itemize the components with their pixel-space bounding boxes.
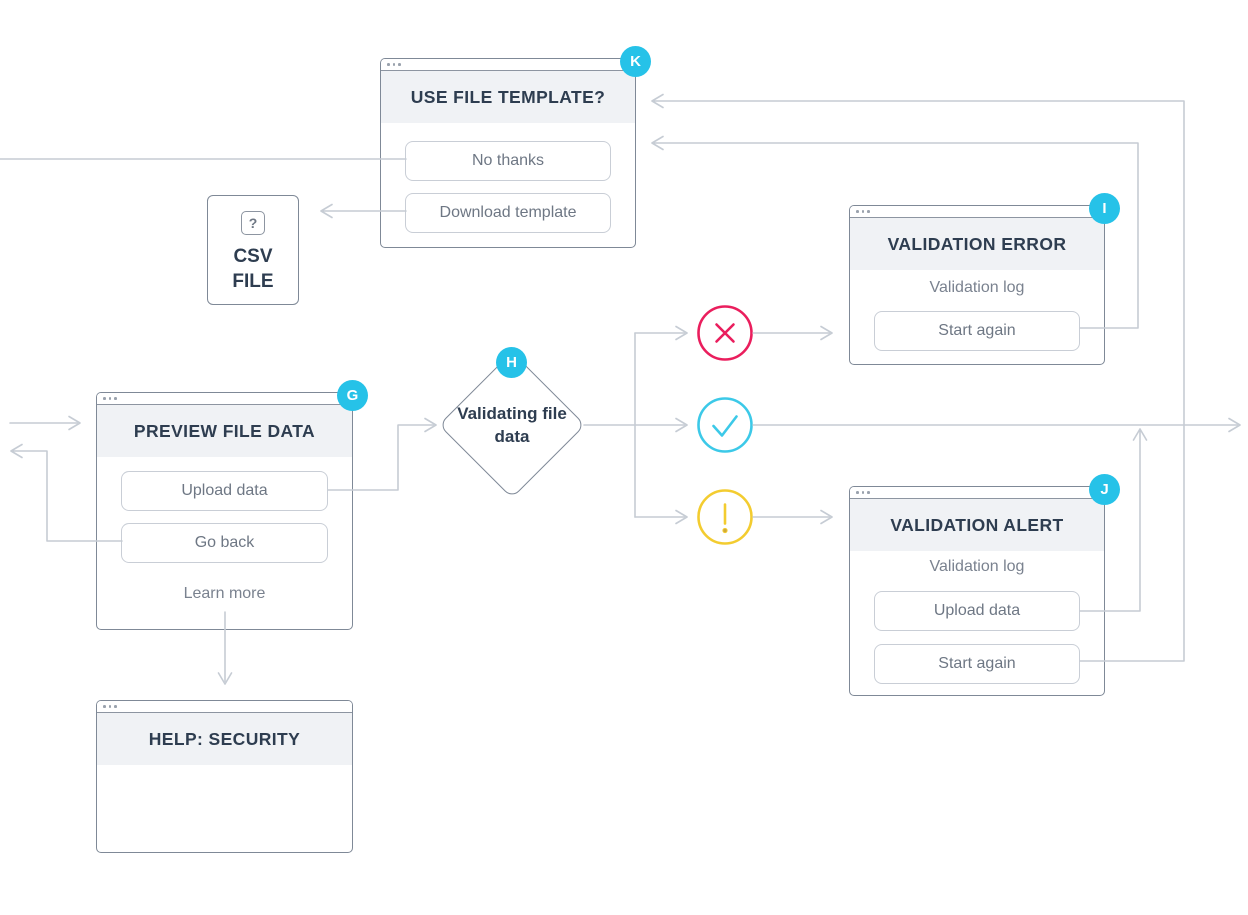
exclamation-icon (697, 489, 753, 545)
window-dots-icon (97, 701, 352, 713)
download-template-button[interactable]: Download template (405, 193, 611, 233)
window-title: PREVIEW FILE DATA (97, 405, 352, 457)
connector-to-warning-circle (634, 509, 688, 525)
decision-label: Validating file data (457, 404, 567, 446)
window-validation-alert: VALIDATION ALERT Validation log Upload d… (849, 486, 1105, 696)
window-preview-file-data: PREVIEW FILE DATA Upload data Go back Le… (96, 392, 353, 630)
step-badge-i: I (1089, 193, 1120, 224)
check-icon (697, 397, 753, 453)
start-again-button[interactable]: Start again (874, 644, 1080, 684)
window-dots-icon (850, 206, 1104, 218)
error-outcome-circle (697, 305, 753, 361)
window-dots-icon (97, 393, 352, 405)
connector-to-success-circle (634, 417, 688, 433)
step-badge-j: J (1089, 474, 1120, 505)
window-title: VALIDATION ERROR (850, 218, 1104, 270)
validation-log-label: Validation log (929, 279, 1025, 296)
window-use-file-template: USE FILE TEMPLATE? No thanks Download te… (380, 58, 636, 248)
connector-to-error-circle (634, 325, 688, 341)
step-badge-k: K (620, 46, 651, 77)
no-thanks-button[interactable]: No thanks (405, 141, 611, 181)
window-dots-icon (381, 59, 635, 71)
csv-file-label: CSV FILE (232, 246, 274, 292)
connector-into-preview (9, 415, 81, 431)
warning-outcome-circle (697, 489, 753, 545)
window-title: HELP: SECURITY (97, 713, 352, 765)
window-help-security: HELP: SECURITY (96, 700, 353, 853)
window-dots-icon (850, 487, 1104, 499)
connector-branch-rail (583, 332, 636, 518)
learn-more-link[interactable]: Learn more (183, 585, 266, 602)
connector-warning-to-window (752, 509, 833, 525)
success-outcome-circle (697, 397, 753, 453)
window-validation-error: VALIDATION ERROR Validation log Start ag… (849, 205, 1105, 365)
connector-success-exit (752, 417, 1241, 433)
validation-log-label: Validation log (929, 558, 1025, 575)
upload-data-button[interactable]: Upload data (874, 591, 1080, 631)
go-back-button[interactable]: Go back (121, 523, 328, 563)
csv-file-node: ? CSV FILE (207, 195, 299, 305)
step-badge-g: G (337, 380, 368, 411)
step-badge-h: H (496, 347, 527, 378)
window-title: VALIDATION ALERT (850, 499, 1104, 551)
start-again-button[interactable]: Start again (874, 311, 1080, 351)
connector-error-to-window (752, 325, 833, 341)
upload-data-button[interactable]: Upload data (121, 471, 328, 511)
cross-icon (697, 305, 753, 361)
window-title: USE FILE TEMPLATE? (381, 71, 635, 123)
question-mark-icon: ? (241, 211, 265, 235)
